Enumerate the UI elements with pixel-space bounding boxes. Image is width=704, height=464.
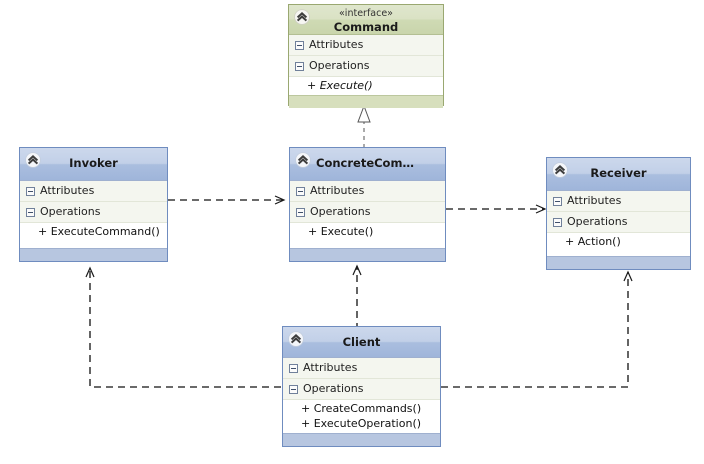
section-operations-client[interactable]: Operations [283,379,440,400]
class-header-concretecommand: ConcreteComm ... [290,148,445,181]
section-attributes-concretecommand[interactable]: Attributes [290,181,445,202]
collapse-minus-icon[interactable] [26,207,35,217]
operation-item[interactable]: + ExecuteOperation() [301,417,422,430]
collapse-chevron-icon[interactable] [288,331,304,347]
operations-list-invoker: + ExecuteCommand() [20,223,167,248]
section-attributes-invoker[interactable]: Attributes [20,181,167,202]
section-label: Operations [309,59,370,72]
class-header-client: Client [283,327,440,358]
section-attributes-receiver[interactable]: Attributes [547,191,690,212]
operations-list-command: + Execute() [289,77,443,95]
edge-realization-concretecommand-command [357,104,371,148]
section-label: Attributes [309,38,364,51]
operation-item[interactable]: + Action() [565,235,621,248]
collapse-chevron-icon[interactable] [295,152,311,168]
operation-item[interactable]: + Execute() [308,225,374,238]
section-attributes-client[interactable]: Attributes [283,358,440,379]
edge-dependency-client-receiver [441,270,633,388]
operation-item[interactable]: + ExecuteCommand() [38,225,160,238]
class-header-command: «interface» Command [289,5,443,35]
class-footer-invoker [20,248,167,261]
section-label: Operations [40,205,101,218]
section-operations-receiver[interactable]: Operations [547,212,690,233]
class-box-concretecommand[interactable]: ConcreteComm ... Attributes Operations +… [289,147,446,262]
collapse-minus-icon[interactable] [26,186,35,196]
operations-list-concretecommand: + Execute() [290,223,445,248]
operations-list-client: + CreateCommands() + ExecuteOperation() [283,400,440,433]
operations-list-receiver: + Action() [547,233,690,256]
class-footer-command [289,95,443,108]
section-label: Attributes [567,194,622,207]
section-label: Operations [310,205,371,218]
edge-dependency-client-invoker [85,266,281,388]
class-name: Receiver [590,166,647,180]
section-label: Operations [567,215,628,228]
collapse-minus-icon[interactable] [289,384,298,394]
class-box-command[interactable]: «interface» Command Attributes Operation… [288,4,444,108]
collapse-minus-icon[interactable] [553,196,562,206]
collapse-chevron-icon[interactable] [294,9,310,25]
class-box-invoker[interactable]: Invoker Attributes Operations + ExecuteC… [19,147,168,262]
section-operations-concretecommand[interactable]: Operations [290,202,445,223]
class-header-invoker: Invoker [20,148,167,181]
section-label: Attributes [310,184,365,197]
class-box-receiver[interactable]: Receiver Attributes Operations + Action(… [546,157,691,270]
section-label: Attributes [40,184,95,197]
collapse-minus-icon[interactable] [553,217,562,227]
class-footer-concretecommand [290,248,445,261]
collapse-minus-icon[interactable] [296,186,305,196]
class-header-receiver: Receiver [547,158,690,191]
class-name: ConcreteComm ... [316,156,432,170]
operation-item[interactable]: + Execute() [307,79,373,92]
collapse-chevron-icon[interactable] [25,152,41,168]
section-operations-command[interactable]: Operations [289,56,443,77]
class-footer-client [283,433,440,446]
collapse-minus-icon[interactable] [296,207,305,217]
collapse-chevron-icon[interactable] [552,162,568,178]
section-operations-invoker[interactable]: Operations [20,202,167,223]
class-name: Client [342,335,381,349]
section-attributes-command[interactable]: Attributes [289,35,443,56]
section-label: Attributes [303,361,358,374]
class-name: Invoker [69,156,118,170]
section-label: Operations [303,382,364,395]
collapse-minus-icon[interactable] [295,40,304,50]
class-name: Command [333,20,399,34]
class-footer-receiver [547,256,690,269]
operation-item[interactable]: + CreateCommands() [301,402,422,415]
class-box-client[interactable]: Client Attributes Operations + CreateCom… [282,326,441,447]
collapse-minus-icon[interactable] [295,61,304,71]
class-stereotype: «interface» [339,8,393,19]
collapse-minus-icon[interactable] [289,363,298,373]
